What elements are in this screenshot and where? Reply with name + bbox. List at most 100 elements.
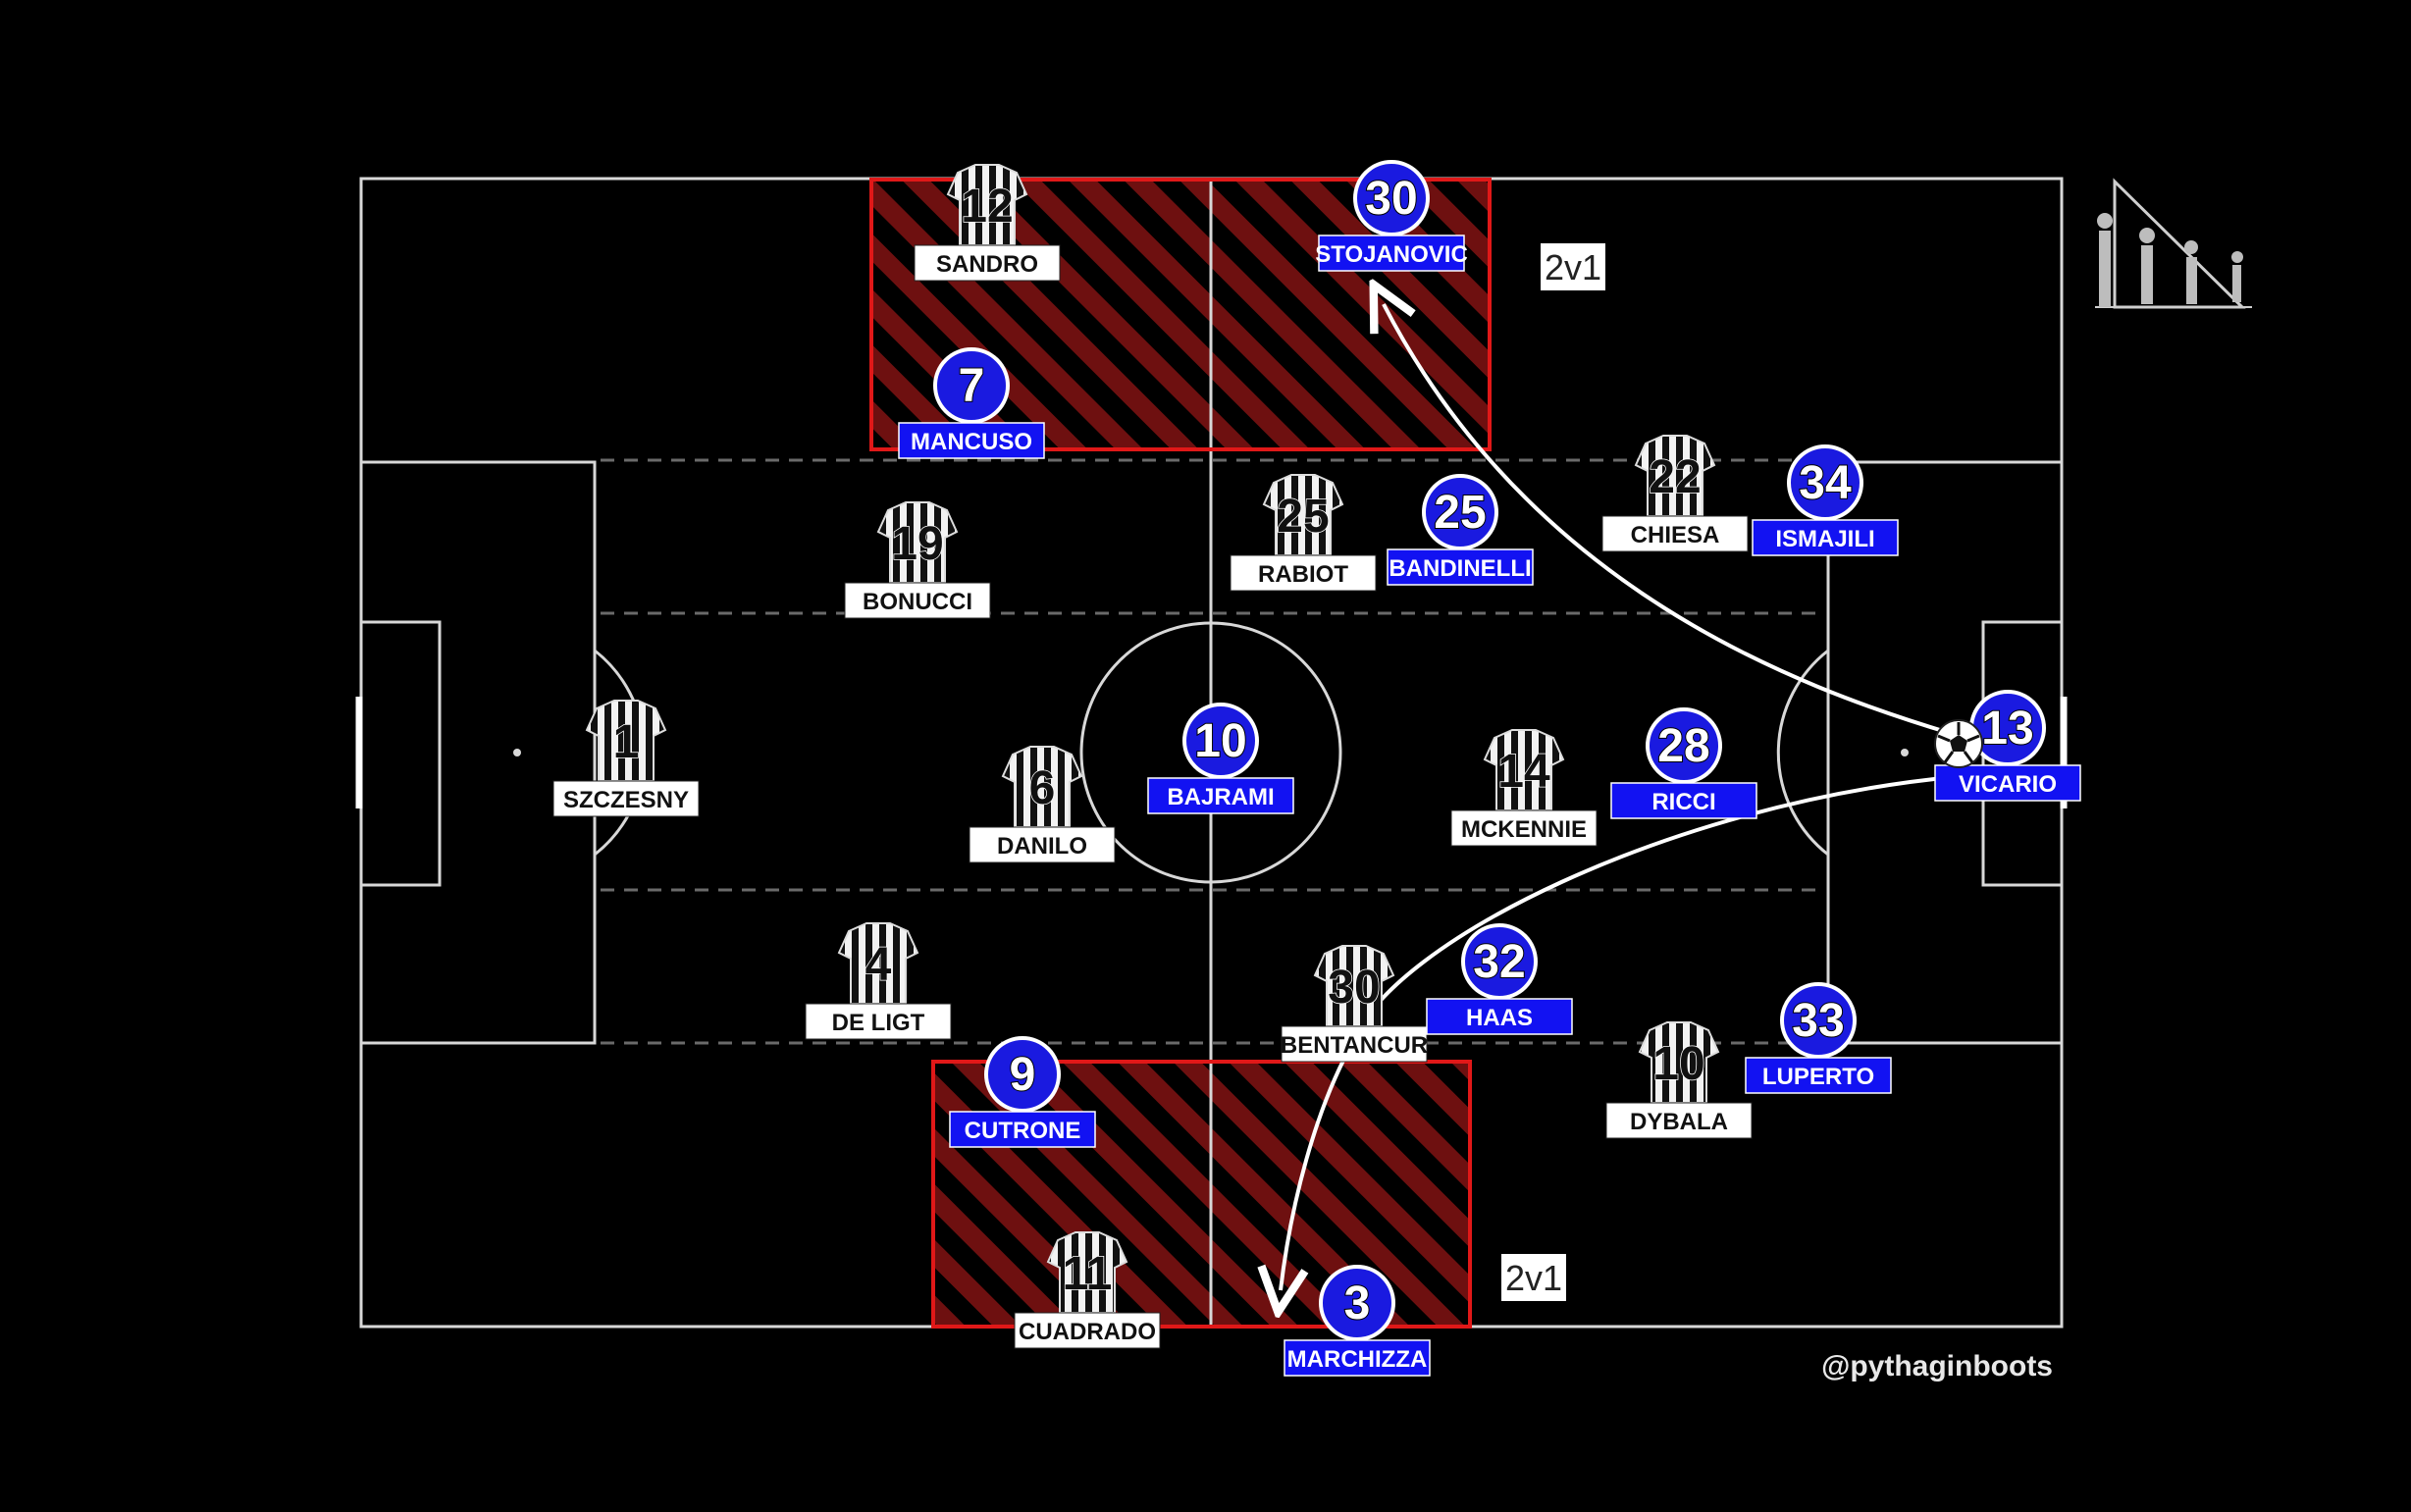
callout-top-text: 2v1 [1545, 247, 1601, 287]
away-player-number: 7 [959, 360, 985, 412]
logo-figure-2 [2141, 245, 2153, 304]
away-player-label-bg [1610, 782, 1757, 819]
away-player-number: 30 [1365, 173, 1417, 225]
home-player-number: 19 [891, 518, 943, 570]
home-player-number: 1 [613, 716, 640, 768]
left-six-yard-box [359, 620, 442, 887]
away-player-label-bg [1426, 998, 1573, 1035]
logo-triangle [2113, 178, 2246, 309]
away-player-number: 25 [1434, 487, 1486, 539]
away-player-name: VICARIO [1959, 771, 2057, 798]
away-player-name: CUTRONE [965, 1118, 1081, 1144]
away-player-name: HAAS [1466, 1005, 1533, 1031]
home-shirt-icon [1483, 729, 1565, 811]
soccer-ball-seams [1937, 722, 1980, 763]
away-player-number: 28 [1657, 720, 1709, 772]
home-shirt-icon [837, 922, 919, 1005]
home-player-name: CUADRADO [1019, 1319, 1156, 1345]
home-shirt-icon [585, 700, 667, 782]
home-player-name: DANILO [997, 833, 1087, 860]
away-player-label-bg [1147, 777, 1294, 814]
away-player-disc [984, 1036, 1061, 1113]
callout-top-bg [1541, 243, 1605, 290]
home-player-name: CHIESA [1631, 522, 1720, 548]
home-player-name: SZCZESNY [563, 787, 689, 813]
callout-bottom-bg [1501, 1254, 1566, 1301]
away-player-name: BANDINELLI [1389, 555, 1531, 582]
away-player-disc [1787, 444, 1863, 521]
home-player: 4DE LIGT [805, 922, 952, 1040]
home-player-name: BONUCCI [863, 589, 972, 615]
logo-figure-1 [2099, 231, 2111, 307]
home-player-name: RABIOT [1258, 561, 1348, 588]
center-circle [1079, 621, 1342, 884]
home-player-name: SANDRO [936, 251, 1038, 278]
home-player-label-bg [1014, 1312, 1161, 1349]
home-shirt-icon [1046, 1231, 1128, 1314]
pythagoras-triangle-logo-icon [2095, 178, 2252, 309]
away-player-disc [1182, 703, 1259, 779]
callout-bottom-text: 2v1 [1505, 1258, 1562, 1298]
away-player-label-bg [1318, 235, 1465, 272]
pass-arrow-top [1384, 304, 1954, 736]
home-player-label-bg [914, 244, 1061, 282]
home-player-number: 25 [1277, 491, 1329, 543]
home-player-number: 6 [1029, 762, 1056, 814]
away-player-number: 10 [1194, 715, 1246, 767]
away-player-number: 32 [1473, 936, 1525, 988]
home-player-number: 30 [1328, 962, 1380, 1014]
home-player-label-bg [552, 780, 700, 817]
left-penalty-box [359, 460, 597, 1045]
away-player-name: ISMAJILI [1775, 526, 1874, 552]
home-shirt-icon [1313, 945, 1395, 1027]
home-player-number: 14 [1497, 746, 1550, 798]
away-player-name: STOJANOVIC [1315, 241, 1468, 268]
home-player-label-bg [1605, 1102, 1753, 1139]
logo-figure-2-head [2139, 228, 2155, 243]
away-player-disc [1780, 982, 1857, 1059]
credit-text: @pythaginboots [1821, 1350, 2053, 1382]
home-player-label-bg [1281, 1025, 1428, 1063]
home-player-number: 22 [1649, 451, 1701, 503]
away-player-number: 33 [1792, 995, 1844, 1047]
away-player-disc [1646, 707, 1722, 784]
soccer-ball-icon [1934, 719, 1983, 768]
away-player-disc [1461, 923, 1538, 1000]
logo-figure-4 [2232, 265, 2241, 302]
logo-figures [2097, 213, 2243, 307]
home-player-name: BENTANCUR [1281, 1032, 1428, 1059]
away-player-number: 3 [1344, 1277, 1371, 1330]
home-player-number: 10 [1652, 1038, 1704, 1090]
home-player-name: MCKENNIE [1461, 816, 1587, 843]
away-player-name: RICCI [1651, 789, 1715, 815]
home-shirt-icon [1001, 746, 1083, 828]
away-player-label-bg [1752, 519, 1899, 556]
away-player-disc [1422, 474, 1498, 550]
away-player-number: 9 [1010, 1049, 1036, 1101]
home-player-label-bg [969, 826, 1116, 863]
soccer-ball-patch [1950, 735, 1967, 752]
home-player-label-bg [1450, 809, 1598, 847]
right-penalty-spot [1901, 749, 1909, 756]
away-player-name: BAJRAMI [1167, 784, 1274, 810]
away-player-name: MANCUSO [911, 429, 1032, 455]
home-player-label-bg [1230, 554, 1377, 592]
away-player-label-bg [1745, 1057, 1892, 1094]
channel-lines [601, 458, 1823, 1045]
right-penalty-arc [1776, 649, 1829, 857]
away-player-disc [1319, 1265, 1395, 1341]
away-player-number: 34 [1799, 457, 1852, 509]
